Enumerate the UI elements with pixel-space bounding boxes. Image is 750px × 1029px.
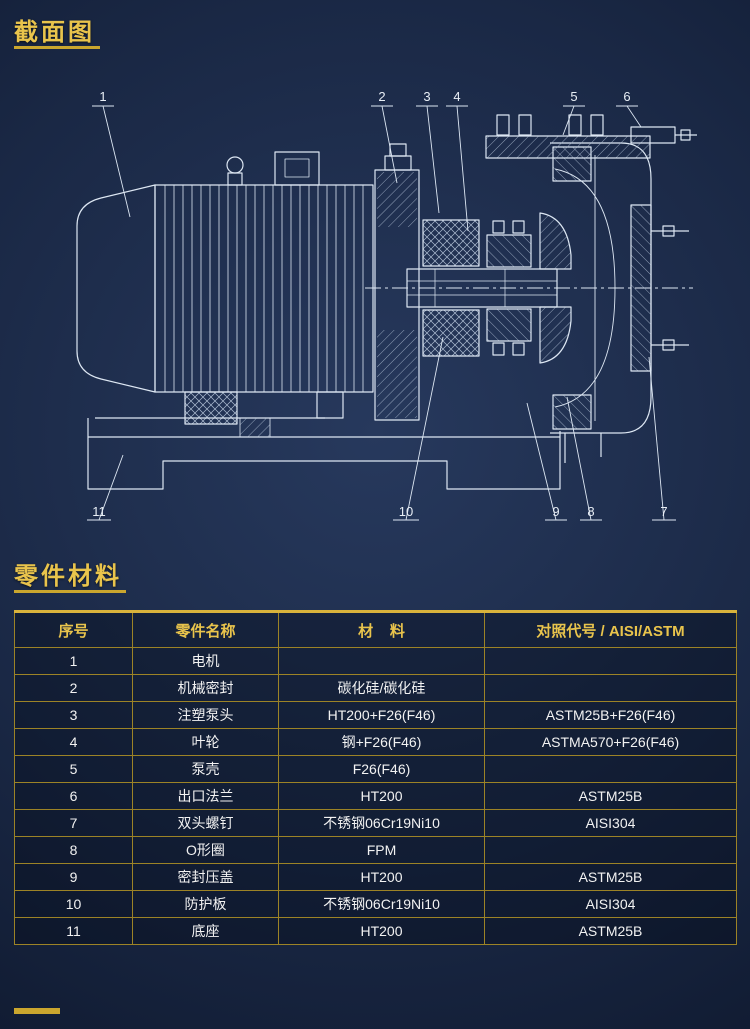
motor-drawing — [76, 151, 374, 425]
table-cell: HT200+F26(F46) — [278, 701, 485, 729]
table-cell: 机械密封 — [132, 674, 279, 702]
table-cell — [484, 755, 737, 783]
pump-internals-drawing — [406, 212, 572, 364]
callout-8: 8 — [587, 504, 594, 519]
table-cell: 底座 — [132, 917, 279, 945]
lifting-eye-icon — [226, 156, 244, 174]
table-cell: 注塑泵头 — [132, 701, 279, 729]
pump-cross-section-drawing: 1 2 3 4 5 6 7 8 9 10 11 — [76, 89, 697, 521]
callout-5: 5 — [570, 89, 577, 104]
table-cell: 7 — [14, 809, 133, 837]
table-cell: 防护板 — [132, 890, 279, 918]
table-cell: 10 — [14, 890, 133, 918]
table-cell — [484, 674, 737, 702]
table-cell: 3 — [14, 701, 133, 729]
materials-section-title: 零件材料 — [14, 563, 122, 590]
table-header-cell: 材 料 — [278, 610, 485, 648]
table-cell: HT200 — [278, 917, 485, 945]
callout-1: 1 — [99, 89, 106, 104]
table-cell: 密封压盖 — [132, 863, 279, 891]
callout-leaders — [87, 105, 676, 521]
callout-6: 6 — [623, 89, 630, 104]
callout-10: 10 — [399, 504, 413, 519]
table-header-cell: 序号 — [14, 610, 133, 648]
table-cell: 出口法兰 — [132, 782, 279, 810]
callout-11: 11 — [92, 504, 106, 519]
table-cell: 8 — [14, 836, 133, 864]
table-cell — [278, 647, 485, 675]
table-cell: 钢+F26(F46) — [278, 728, 485, 756]
table-cell: 双头螺钉 — [132, 809, 279, 837]
table-cell: 不锈钢06Cr19Ni10 — [278, 809, 485, 837]
callout-numbers: 1 2 3 4 5 6 7 8 9 10 11 — [92, 89, 667, 519]
callout-9: 9 — [552, 504, 559, 519]
table-cell: ASTM25B — [484, 782, 737, 810]
callout-2: 2 — [378, 89, 385, 104]
table-header-cell: 对照代号 / AISI/ASTM — [484, 610, 737, 648]
callout-3: 3 — [423, 89, 430, 104]
table-cell: 叶轮 — [132, 728, 279, 756]
table-header-cell: 零件名称 — [132, 610, 279, 648]
table-cell: 11 — [14, 917, 133, 945]
table-cell: HT200 — [278, 863, 485, 891]
table-cell: 5 — [14, 755, 133, 783]
table-cell: O形圈 — [132, 836, 279, 864]
parts-table-header-row: 序号零件名称材 料对照代号 / AISI/ASTM — [14, 610, 737, 648]
table-cell: 电机 — [132, 647, 279, 675]
drawing-section-title: 截面图 — [14, 19, 95, 46]
table-cell: ASTM25B+F26(F46) — [484, 701, 737, 729]
callout-7: 7 — [660, 504, 667, 519]
table-cell — [484, 647, 737, 675]
table-cell: ASTMA570+F26(F46) — [484, 728, 737, 756]
table-cell: 2 — [14, 674, 133, 702]
pump-casing-drawing — [485, 114, 697, 463]
table-cell: AISI304 — [484, 890, 737, 918]
table-cell: HT200 — [278, 782, 485, 810]
bottom-accent-line — [14, 1008, 60, 1014]
table-cell: AISI304 — [484, 809, 737, 837]
table-cell: ASTM25B — [484, 917, 737, 945]
adapter-bracket-drawing — [374, 143, 420, 421]
table-cell: 9 — [14, 863, 133, 891]
base-drawing — [87, 417, 561, 490]
table-cell: FPM — [278, 836, 485, 864]
table-cell — [484, 836, 737, 864]
callout-4: 4 — [453, 89, 460, 104]
table-cell: 1 — [14, 647, 133, 675]
table-cell: ASTM25B — [484, 863, 737, 891]
table-cell: 6 — [14, 782, 133, 810]
table-cell: 不锈钢06Cr19Ni10 — [278, 890, 485, 918]
drawing-title-underline — [14, 46, 100, 49]
table-cell: 4 — [14, 728, 133, 756]
table-cell: F26(F46) — [278, 755, 485, 783]
table-cell: 碳化硅/碳化硅 — [278, 674, 485, 702]
table-cell: 泵壳 — [132, 755, 279, 783]
materials-title-underline — [14, 590, 126, 593]
